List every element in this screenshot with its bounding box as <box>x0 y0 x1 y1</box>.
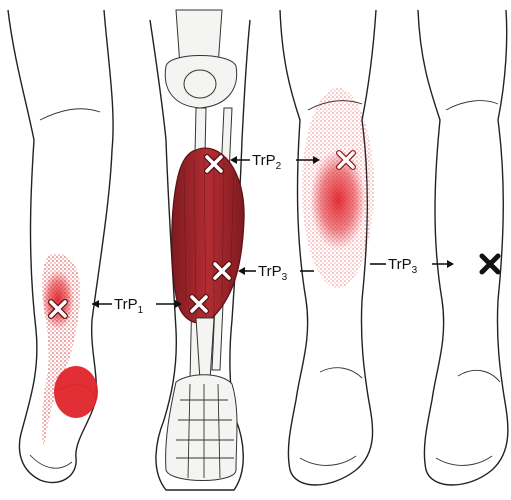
foot-bones <box>166 375 237 481</box>
label-trp1: TrP1 <box>114 296 144 316</box>
label-trp3-right: TrP3 <box>388 256 418 276</box>
trigger-point-markers <box>51 153 498 316</box>
leg-4 <box>418 10 508 485</box>
leg-3 <box>280 10 376 485</box>
leg-2-anatomy <box>150 10 250 490</box>
label-trp2: TrP2 <box>252 152 282 172</box>
label-arrows <box>92 156 454 308</box>
leg-1 <box>8 10 113 483</box>
label-trp3-middle: TrP3 <box>258 263 288 283</box>
leg-4-outline <box>418 10 508 485</box>
leg-1-outline <box>8 10 113 483</box>
